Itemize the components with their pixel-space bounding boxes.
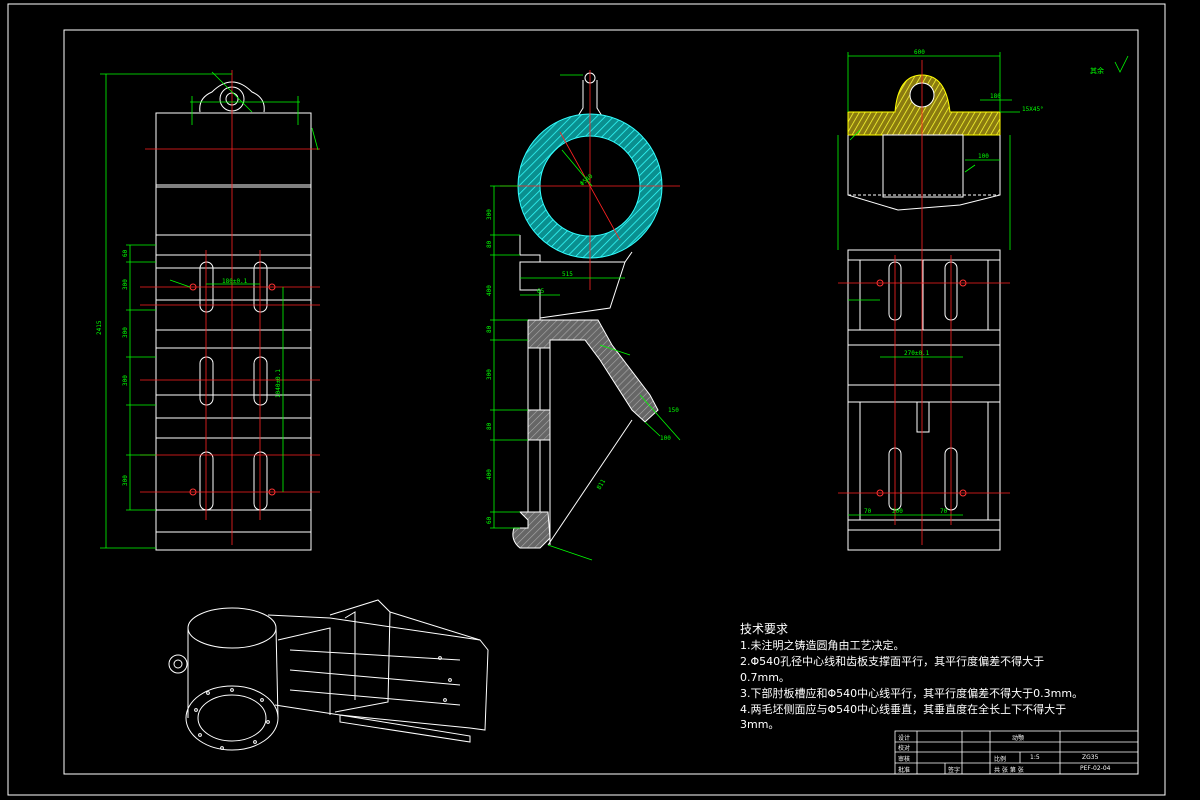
- left-spacing-3: 300: [122, 327, 129, 338]
- tb-label-sign: 签字: [948, 767, 961, 774]
- bore-diameter-label: Φ540: [579, 173, 595, 188]
- right-dim-3: 100: [978, 153, 989, 160]
- right-dim-1: 180: [990, 93, 1001, 100]
- tb-label-check: 校对: [898, 745, 911, 752]
- middle-dim-6: 80: [486, 422, 493, 430]
- left-spacing-1: 60: [122, 249, 129, 257]
- note-line-1: 1.未注明之铸造圆角由工艺决定。: [740, 639, 905, 652]
- middle-dim-1: 300: [486, 209, 493, 220]
- middle-dim-4: 80: [486, 325, 493, 333]
- outer-frame: [7, 3, 1166, 796]
- left-spacing-2: 300: [122, 279, 129, 290]
- tb-material: ZG35: [1082, 754, 1099, 761]
- note-line-4: 3.下部肘板槽应和Φ540中心线平行，其平行度偏差不得大于0.3mm。: [740, 687, 1084, 700]
- middle-dim-8: 60: [486, 516, 493, 524]
- isometric-view: [168, 599, 489, 751]
- middle-dim-2: 80: [486, 240, 493, 248]
- left-view: [100, 70, 320, 551]
- note-line-5: 4.两毛坯侧面应与Φ540中心线垂直，其垂直度在全长上下不得大于: [740, 703, 1067, 716]
- left-spacing-5: 300: [122, 475, 129, 486]
- right-view: [837, 52, 1129, 551]
- right-slot-spacing: 270±0.1: [904, 350, 930, 357]
- right-dim-2: 15X45°: [1022, 106, 1044, 113]
- tb-label-design: 设计: [898, 735, 911, 742]
- note-line-6: 3mm。: [740, 718, 780, 731]
- middle-step-label: 65: [537, 288, 545, 295]
- middle-tip-label: 100: [660, 435, 671, 442]
- left-slot-pitch: 180±0.1: [222, 278, 248, 285]
- middle-dim-3: 400: [486, 285, 493, 296]
- roughness-label: 其余: [1090, 66, 1104, 75]
- left-spacing-4: 300: [122, 375, 129, 386]
- middle-rib-label: 150: [668, 407, 679, 414]
- middle-dim-5: 300: [486, 369, 493, 380]
- tb-drawing-number: PEF-02-04: [1080, 765, 1111, 772]
- tb-scale-value: 1:5: [1030, 754, 1040, 761]
- right-bottom-dim-3: 70: [940, 508, 948, 515]
- tb-scale-label: 比例: [994, 756, 1007, 763]
- tb-label-approve: 批准: [898, 767, 911, 774]
- right-top-width: 600: [914, 49, 925, 56]
- right-bottom-dim-1: 70: [864, 508, 872, 515]
- tb-sheet-info: 共 张 第 张: [994, 767, 1024, 774]
- note-line-3: 0.7mm。: [740, 671, 790, 684]
- tb-label-review: 审核: [898, 756, 911, 763]
- middle-dim-7: 400: [486, 469, 493, 480]
- middle-diag-label: 811: [596, 478, 608, 491]
- left-vertical-pitch: 1040±0.1: [275, 369, 282, 398]
- title-block-lines: [894, 730, 1139, 775]
- middle-width-label: 515: [562, 271, 573, 278]
- note-line-2: 2.Φ540孔径中心线和齿板支撑面平行，其平行度偏差不得大于: [740, 655, 1045, 668]
- tb-part-name: 动颚: [1012, 735, 1025, 742]
- right-bottom-dim-2: 200: [892, 508, 903, 515]
- middle-view: [490, 70, 681, 561]
- inner-frame: [63, 29, 1139, 775]
- notes-heading: 技术要求: [740, 622, 789, 636]
- left-overall-height: 2415: [96, 320, 103, 335]
